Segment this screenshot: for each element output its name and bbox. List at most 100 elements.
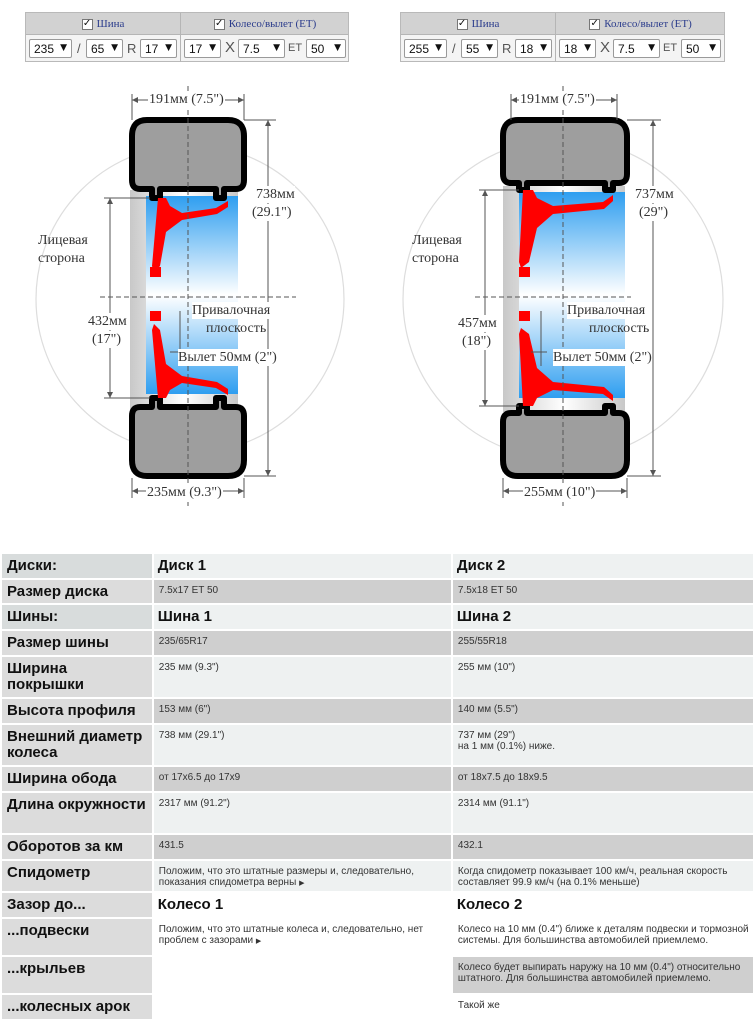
row-label: Оборотов за км — [0, 833, 154, 861]
wheel-header-label: Колесо/вылет (ET) — [228, 18, 317, 30]
dropdown-arrow-icon: ▼ — [540, 43, 547, 53]
et-select[interactable]: 50▼ — [306, 39, 346, 58]
row-label: Шины: — [0, 603, 154, 631]
rim-width-value: 7.5 — [618, 41, 635, 56]
tyre-checkbox[interactable]: ✓ — [81, 18, 93, 30]
cell-value: 2314 мм (91.1") — [450, 791, 755, 835]
tyre-2-header: Шина 2 — [450, 603, 755, 631]
row-label: Высота профиля — [0, 697, 154, 725]
expand-triangle-icon[interactable]: ▶ — [255, 937, 262, 945]
wheel-header[interactable]: ✓ Колесо/вылет (ET) — [181, 13, 349, 35]
rim-1-header: Диск 1 — [151, 552, 453, 580]
tyre-header[interactable]: ✓ Шина — [26, 13, 180, 35]
hub-upper — [150, 267, 161, 277]
tyre-width-select[interactable]: 255▼ — [404, 39, 447, 58]
panel-header: ✓ Шина ✓ Колесо/вылет (ET) — [26, 13, 349, 62]
rim-width-select[interactable]: 7.5▼ — [238, 39, 285, 58]
row-label: Диски: — [0, 552, 154, 580]
tyre-header[interactable]: ✓ Шина — [401, 13, 555, 35]
rim-diameter-select[interactable]: 17▼ — [184, 39, 221, 58]
x-separator: X — [225, 39, 236, 56]
tyre-diameter-select[interactable]: 18 ▼ — [515, 39, 552, 58]
r-separator: R — [127, 41, 137, 56]
wheel-checkbox[interactable]: ✓ — [213, 18, 225, 30]
wheel-checkbox[interactable]: ✓ — [589, 18, 601, 30]
wheel-1-header: Колесо 1 — [151, 891, 453, 919]
cell-value: 235/65R17 — [151, 629, 453, 657]
hub-lower — [150, 311, 161, 321]
rim-diameter-select[interactable]: 18▼ — [559, 39, 596, 58]
rim-spoke-lower — [152, 324, 228, 398]
tyre-diameter-select[interactable]: 17▼ — [140, 39, 177, 58]
r-separator: R — [502, 41, 512, 56]
dropdown-arrow-icon: ▼ — [648, 43, 655, 53]
outer-diameter-label-1: 738мм — [256, 186, 295, 203]
slash-separator: / — [452, 41, 456, 56]
table-row-revs-per-km: Оборотов за км 431.5 432.1 — [0, 833, 755, 861]
cell-value: Такой же — [450, 993, 755, 1021]
wheel-diagram-2: 191мм (7.5") 737мм (29") Лицевая сторона… — [395, 86, 735, 506]
row-label: ...крыльев — [0, 955, 154, 995]
tyre-width-select[interactable]: 235▼ — [29, 39, 72, 58]
table-row-speedometer: Спидометр Положим, что это штатные разме… — [0, 859, 755, 893]
table-row-tyres-header: Шины: Шина 1 Шина 2 — [0, 603, 755, 631]
outer-diameter-label-2: (29") — [639, 204, 669, 221]
cell-value: 153 мм (6") — [151, 697, 453, 725]
row-label: ...колесных арок — [0, 993, 154, 1021]
rim-spoke-lower — [519, 328, 613, 406]
top-width-label: 191мм (7.5") — [519, 91, 596, 108]
et-label: ET — [288, 42, 303, 54]
et-value: 50 — [686, 41, 700, 56]
wheel-diagram-svg — [35, 86, 345, 506]
dropdown-arrow-icon: ▼ — [435, 43, 442, 53]
cell-value-group: 737 мм (29") на 1 мм (0.1%) ниже. — [450, 723, 755, 767]
tyre-diameter-value: 18 — [520, 41, 534, 56]
cell-value: Положим, что это штатные колеса и, следо… — [158, 924, 424, 946]
mount-plane-label-2: плоскость — [206, 321, 267, 336]
et-value: 50 — [311, 41, 325, 56]
wheel-header[interactable]: ✓ Колесо/вылет (ET) — [556, 13, 725, 35]
tyre-profile-value: 65 — [91, 41, 105, 56]
rim-diameter-label-1: 432мм — [88, 313, 127, 330]
tyre-checkbox[interactable]: ✓ — [456, 18, 468, 30]
expand-triangle-icon[interactable]: ▶ — [299, 879, 305, 887]
cell-value: 431.5 — [151, 833, 453, 861]
rim-spoke-upper — [519, 190, 613, 268]
comparison-table: Диски: Диск 1 Диск 2 Размер диска 7.5x17… — [0, 552, 755, 1021]
row-label: Внешний диаметр колеса — [0, 723, 154, 767]
cell-value: от 18x7.5 до 18x9.5 — [450, 765, 755, 793]
slash-separator: / — [77, 41, 81, 56]
offset-label: Вылет 50мм (2") — [178, 349, 277, 366]
cell-value: 7.5x18 ET 50 — [450, 578, 755, 605]
tyre-selector-panel-1: ✓ Шина ✓ Колесо/вылет (ET) 235▼ / 65▼ R … — [25, 12, 349, 62]
table-row-tyre-size: Размер шины 235/65R17 255/55R18 — [0, 629, 755, 657]
table-row-profile-height: Высота профиля 153 мм (6") 140 мм (5.5") — [0, 697, 755, 725]
divider — [555, 13, 556, 62]
tyre-profile-select[interactable]: 65 ▼ — [86, 39, 123, 58]
hub-upper — [519, 267, 530, 277]
cell-value: 7.5x17 ET 50 — [151, 578, 453, 605]
mount-plane-label-2: плоскость — [589, 321, 650, 336]
divider — [180, 13, 181, 62]
x-separator: X — [600, 39, 611, 56]
tyre-selector-panel-2: ✓ Шина ✓ Колесо/вылет (ET) 255▼ / 55▼ R … — [400, 12, 725, 62]
mount-plane-label-1: Привалочная — [567, 302, 646, 319]
outer-diameter-label-1: 737мм — [635, 186, 674, 203]
table-row-outer-diameter: Внешний диаметр колеса 738 мм (29.1") 73… — [0, 723, 755, 767]
dropdown-arrow-icon: ▼ — [111, 43, 118, 53]
rim-width-select[interactable]: 7.5 ▼ — [613, 39, 660, 58]
tyre-header-label: Шина — [96, 18, 125, 30]
row-label: Ширина покрышки — [0, 655, 154, 699]
tyre-profile-select[interactable]: 55▼ — [461, 39, 498, 58]
et-select[interactable]: 50▼ — [681, 39, 721, 58]
tyre-1-header: Шина 1 — [151, 603, 453, 631]
rim-width-value: 7.5 — [243, 41, 260, 56]
table-row-circumference: Длина окружности 2317 мм (91.2") 2314 мм… — [0, 791, 755, 835]
face-side-label-2: сторона — [38, 251, 85, 266]
lower-tyre — [500, 403, 630, 479]
row-label: Зазор до... — [0, 891, 154, 919]
cell-value-group: Положим, что это штатные колеса и, следо… — [151, 917, 453, 1021]
cell-value: 737 мм (29") — [457, 730, 516, 741]
rim-spoke-upper — [152, 198, 228, 272]
wheel-header-label: Колесо/вылет (ET) — [604, 18, 692, 30]
